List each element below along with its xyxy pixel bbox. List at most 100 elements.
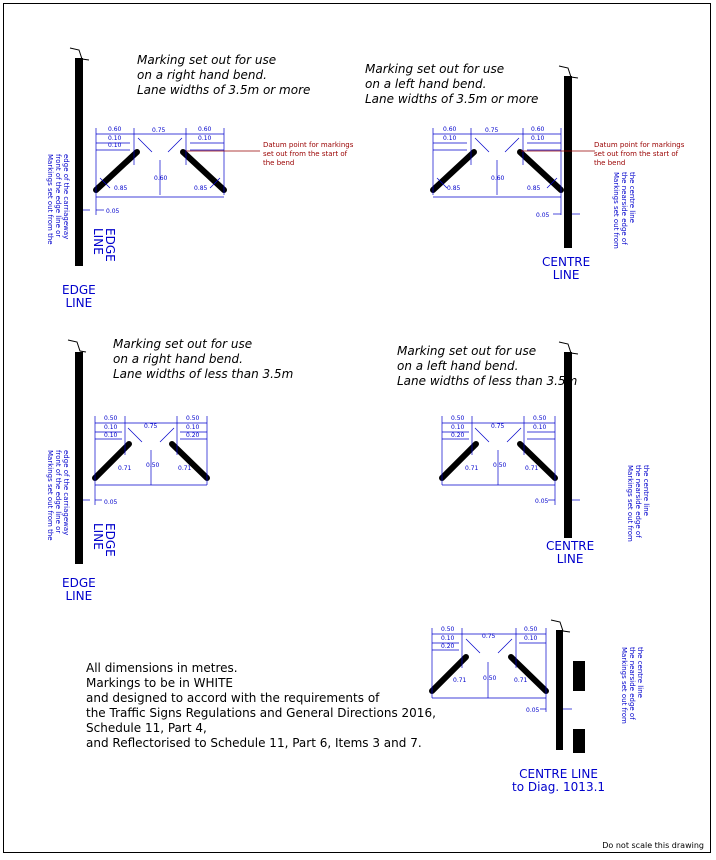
- vnote-centre-2: the nearside edge of: [628, 647, 636, 720]
- note-line: on a left hand bend.: [397, 359, 519, 373]
- label-line: LINE: [552, 268, 580, 282]
- vnote-centre-3: the centre line: [642, 465, 650, 516]
- svg-text:0.50: 0.50: [186, 415, 200, 422]
- svg-text:0.75: 0.75: [485, 127, 499, 134]
- svg-text:0.60: 0.60: [491, 175, 505, 182]
- svg-text:0.10: 0.10: [531, 135, 545, 142]
- note-mid-left: Marking set out for use on a right hand …: [113, 337, 293, 382]
- note-line: on a right hand bend.: [137, 68, 267, 82]
- svg-text:0.05: 0.05: [104, 499, 118, 506]
- note-line: Lane widths of 3.5m or more: [137, 83, 311, 97]
- svg-text:0.05: 0.05: [536, 212, 550, 219]
- vnote-edge-2: front of the edge line or: [54, 154, 62, 237]
- note-line: Lane widths of less than 3.5m: [397, 374, 578, 388]
- edge-rot-2: LINE: [91, 228, 105, 255]
- break-mark: [69, 47, 90, 61]
- svg-text:0.50: 0.50: [441, 626, 455, 633]
- datum-text-line1: Datum point for markings: [263, 141, 354, 149]
- svg-text:0.85: 0.85: [194, 185, 208, 192]
- svg-text:0.10: 0.10: [443, 135, 457, 142]
- edge-line-label-top: EDGE LINE: [62, 284, 96, 310]
- general-note-line: Markings to be in WHITE: [86, 676, 233, 690]
- vnote-centre-2: the nearside edge of: [620, 172, 628, 245]
- svg-text:0.05: 0.05: [526, 707, 540, 714]
- datum-text-line3: the bend: [263, 159, 294, 167]
- label-centre-line: CENTRE LINE: [519, 767, 598, 781]
- general-note-line: the Traffic Signs Regulations and Genera…: [86, 706, 436, 720]
- svg-text:0.10: 0.10: [104, 432, 118, 439]
- vnote-edge-1: Markings set out from the: [46, 154, 54, 245]
- note-top-left: Marking set out for use on a right hand …: [137, 53, 310, 98]
- svg-text:0.20: 0.20: [451, 432, 465, 439]
- vnote-centre-1: Markings set out from: [626, 465, 634, 542]
- svg-text:0.60: 0.60: [154, 175, 168, 182]
- centre-line-dash: [573, 661, 585, 691]
- diagram-mid-left: 0.50 0.10 0.10 0.75 0.50 0.10 0.20 0.50 …: [67, 339, 210, 564]
- edge-rot-1: EDGE: [103, 523, 117, 557]
- label-centre: CENTRE: [542, 255, 591, 269]
- label-line: LINE: [556, 552, 584, 566]
- svg-text:0.75: 0.75: [152, 127, 166, 134]
- break-mark: [558, 65, 579, 79]
- label-line: LINE: [65, 589, 93, 603]
- svg-text:0.10: 0.10: [108, 135, 122, 142]
- chevron-right-arm: [180, 149, 227, 193]
- svg-text:0.50: 0.50: [524, 626, 538, 633]
- break-mark: [558, 341, 579, 355]
- svg-text:0.10: 0.10: [198, 135, 212, 142]
- vnote-edge-3: edge of the carriageway: [62, 450, 70, 535]
- label-line: LINE: [65, 296, 93, 310]
- svg-text:0.60: 0.60: [108, 126, 122, 133]
- chevron-left-arm: [92, 441, 132, 481]
- chevron-right-arm: [517, 441, 558, 481]
- break-mark: [67, 339, 87, 353]
- diagram-top-left: 0.60 0.10 0.10 0.75 0.60 0.10 0.60 0.85 …: [69, 47, 260, 266]
- diagram-top-right: 0.60 0.10 0.75 0.60 0.10 0.60 0.85 0.85 …: [430, 65, 595, 248]
- edge-line-rotated-labels: EDGE LINE EDGE LINE: [91, 228, 117, 557]
- svg-text:0.50: 0.50: [533, 415, 547, 422]
- note-line: Marking set out for use: [365, 62, 505, 76]
- chevron-left-arm: [439, 441, 479, 481]
- edge-line-label-mid: EDGE LINE: [62, 577, 96, 603]
- drawing-frame: [3, 3, 711, 853]
- vnote-edge-1: Markings set out from the: [46, 450, 54, 541]
- svg-text:0.10: 0.10: [451, 424, 465, 431]
- general-note-line: Schedule 11, Part 4,: [86, 721, 207, 735]
- centre-line-label-bottom: CENTRE LINE to Diag. 1013.1: [512, 768, 605, 794]
- svg-text:0.50: 0.50: [104, 415, 118, 422]
- note-line: Lane widths of 3.5m or more: [365, 92, 539, 106]
- svg-text:0.20: 0.20: [186, 432, 200, 439]
- label-to-diag: to Diag. 1013.1: [512, 780, 606, 794]
- chevron-left-arm: [430, 149, 477, 193]
- label-edge: EDGE: [62, 283, 96, 297]
- note-line: Marking set out for use: [113, 337, 253, 351]
- svg-text:0.60: 0.60: [443, 126, 457, 133]
- centre-line-bar: [564, 76, 572, 248]
- svg-text:0.85: 0.85: [114, 185, 128, 192]
- svg-text:0.60: 0.60: [198, 126, 212, 133]
- edge-line-bar: [75, 352, 83, 564]
- datum-text-line1: Datum point for markings: [594, 141, 685, 149]
- note-mid-right: Marking set out for use on a left hand b…: [397, 344, 577, 389]
- svg-text:0.60: 0.60: [531, 126, 545, 133]
- vnote-edge-2: front of the edge line or: [54, 450, 62, 533]
- svg-text:0.75: 0.75: [144, 423, 158, 430]
- vnote-centre-3: the centre line: [628, 172, 636, 223]
- general-note-line: and designed to accord with the requirem…: [86, 691, 380, 705]
- note-line: Marking set out for use: [137, 53, 277, 67]
- svg-text:0.71: 0.71: [178, 465, 192, 472]
- svg-text:0.50: 0.50: [451, 415, 465, 422]
- note-line: Lane widths of less than 3.5m: [113, 367, 294, 381]
- svg-text:0.71: 0.71: [525, 465, 539, 472]
- datum-text-line2: set out from the start of: [594, 150, 679, 158]
- break-mark: [550, 619, 571, 633]
- centre-line-dash: [573, 729, 585, 753]
- svg-text:0.50: 0.50: [483, 675, 497, 682]
- datum-text-line2: set out from the start of: [263, 150, 348, 158]
- svg-text:0.10: 0.10: [441, 635, 455, 642]
- svg-text:0.85: 0.85: [447, 185, 461, 192]
- svg-text:0.10: 0.10: [108, 142, 122, 149]
- chevron-right-arm: [169, 441, 210, 481]
- svg-text:0.85: 0.85: [527, 185, 541, 192]
- svg-text:0.71: 0.71: [118, 465, 132, 472]
